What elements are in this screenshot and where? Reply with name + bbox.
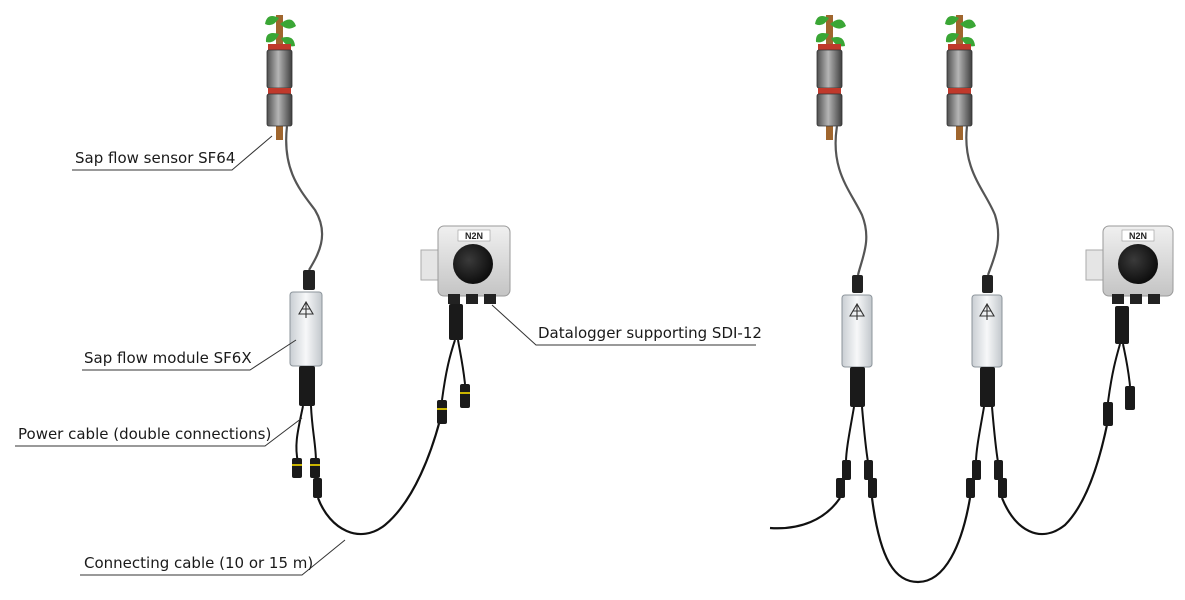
left-system: N2N bbox=[265, 15, 511, 536]
datalogger: N2N bbox=[420, 225, 511, 304]
leaf-icon bbox=[265, 16, 296, 47]
tree-with-sensor bbox=[945, 15, 976, 140]
sensor-connector bbox=[303, 270, 315, 290]
connecting-cable bbox=[769, 497, 841, 530]
datalogger: N2N bbox=[1085, 225, 1174, 304]
module-output-connector bbox=[299, 366, 315, 406]
connecting-cable bbox=[870, 497, 972, 584]
callout-sensor bbox=[72, 135, 273, 171]
callout-connecting bbox=[80, 539, 346, 576]
power-plug-b bbox=[310, 458, 320, 478]
power-cable-branch-b bbox=[310, 405, 317, 463]
label-connecting-cable: Connecting cable (10 or 15 m) bbox=[84, 554, 314, 572]
sensor-cable bbox=[965, 125, 1000, 276]
label-datalogger: Datalogger supporting SDI-12 bbox=[538, 324, 762, 342]
tree-with-sensor bbox=[815, 15, 846, 140]
power-cable-branch-a bbox=[295, 405, 304, 463]
connecting-cable bbox=[1000, 419, 1110, 536]
label-sap-flow-module: Sap flow module SF6X bbox=[84, 349, 252, 367]
sensor-lower-probe bbox=[266, 93, 293, 127]
tree-logo-icon bbox=[979, 302, 995, 320]
datalogger-lens bbox=[1118, 244, 1158, 284]
sensor-cable bbox=[834, 125, 868, 276]
label-sap-flow-sensor: Sap flow sensor SF64 bbox=[75, 149, 236, 167]
callout-module bbox=[82, 339, 297, 371]
sensor-upper-probe bbox=[266, 49, 293, 89]
sensor-cable bbox=[285, 125, 324, 271]
leaf-icon bbox=[945, 16, 976, 47]
inline-connector bbox=[313, 478, 322, 498]
tree-logo-icon bbox=[849, 302, 865, 320]
datalogger-badge: N2N bbox=[465, 231, 483, 241]
right-system: N2N bbox=[769, 15, 1174, 584]
power-plug-a bbox=[292, 458, 302, 478]
callout-datalogger bbox=[491, 304, 756, 346]
tree-logo-icon bbox=[298, 300, 314, 318]
callout-power bbox=[15, 417, 303, 447]
datalogger-badge: N2N bbox=[1129, 231, 1147, 241]
tree-with-sensor bbox=[265, 15, 296, 140]
logger-side-plugs bbox=[437, 384, 470, 424]
datalogger-lens bbox=[453, 244, 493, 284]
logger-cable-connector bbox=[449, 304, 463, 340]
leaf-icon bbox=[815, 16, 846, 47]
label-power-cable: Power cable (double connections) bbox=[18, 425, 272, 443]
callout-lines bbox=[15, 135, 756, 576]
connecting-cable bbox=[316, 419, 442, 536]
